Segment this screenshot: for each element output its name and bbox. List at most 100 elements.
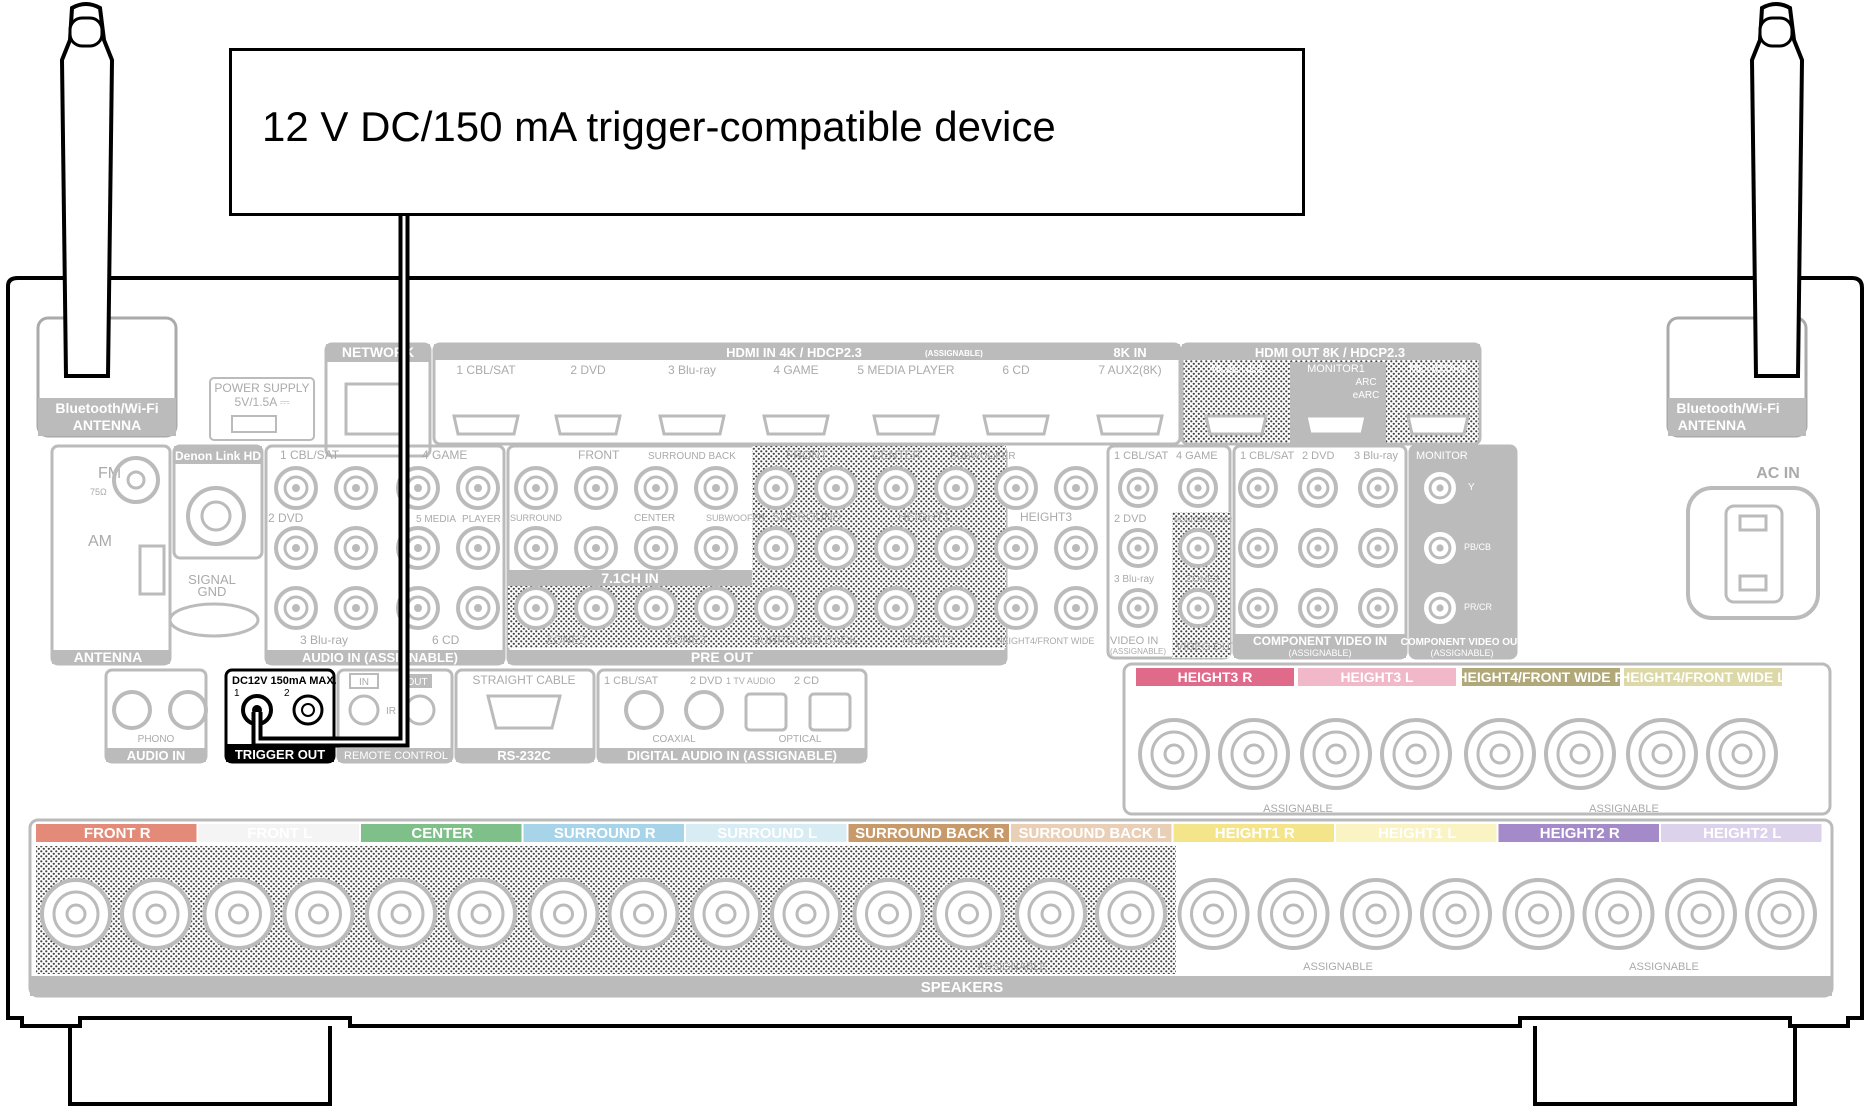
- assignable-label-1: ASSIGNABLE: [1263, 803, 1333, 815]
- hdmi-out-port[interactable]: [1304, 414, 1368, 436]
- speaker-label-bottom-2: FRONT L: [247, 825, 312, 842]
- trigger-jack-2[interactable]: [292, 694, 324, 726]
- hdmi-in-label-2: 2 DVD: [570, 363, 606, 377]
- speaker-terminal[interactable]: [1015, 878, 1087, 950]
- comp-in-assignable: (ASSIGNABLE): [1288, 648, 1351, 658]
- assignable-label-2: ASSIGNABLE: [1589, 803, 1659, 815]
- vi-game: 4 GAME: [1176, 450, 1218, 462]
- po-height1: HEIGHT1: [898, 510, 950, 524]
- dig-cblsat: 1 CBL/SAT: [604, 675, 658, 687]
- speaker-terminal[interactable]: [282, 878, 355, 950]
- 71ch-label: 7.1CH IN: [601, 570, 659, 586]
- hdmi-8k-label: 8K IN: [1113, 345, 1146, 360]
- speaker-terminal[interactable]: [40, 878, 112, 950]
- speaker-terminal[interactable]: [1218, 718, 1290, 790]
- speaker-terminal[interactable]: [1745, 878, 1817, 950]
- ac-in-socket: [1686, 486, 1820, 620]
- phono-audio-in-label: AUDIO IN: [127, 748, 186, 763]
- trigger-out-label: TRIGGER OUT: [235, 747, 325, 762]
- hdmi-out-label-3: MONITOR2: [1409, 363, 1467, 375]
- antenna-label: ANTENNA: [74, 649, 142, 665]
- am-label: AM: [88, 533, 112, 550]
- hdmi-in-port[interactable]: [872, 414, 940, 436]
- video-in-assignable: (ASSIGNABLE): [1110, 647, 1166, 656]
- speaker-terminal[interactable]: [527, 878, 600, 950]
- hdmi-in-port[interactable]: [762, 414, 830, 436]
- speaker-label-top-4: HEIGHT4/FRONT WIDE L: [1620, 669, 1786, 685]
- hdmi-in-assignable: (ASSIGNABLE): [925, 349, 983, 358]
- speaker-terminal[interactable]: [770, 878, 842, 950]
- speaker-terminal[interactable]: [1626, 718, 1698, 790]
- trigger-device-callout: 12 V DC/150 mA trigger-compatible device: [229, 48, 1305, 216]
- 71-subwoofer: SUBWOOFER: [706, 513, 766, 523]
- signal-gnd-terminal: [168, 602, 260, 638]
- speaker-terminal[interactable]: [1095, 878, 1167, 950]
- speaker-terminal[interactable]: [1665, 878, 1737, 950]
- speaker-terminal[interactable]: [852, 878, 925, 950]
- hdmi-in-port[interactable]: [658, 414, 726, 436]
- speaker-terminal[interactable]: [1138, 718, 1210, 790]
- hdmi-in-port[interactable]: [1096, 414, 1164, 436]
- speaker-terminal[interactable]: [1464, 718, 1536, 790]
- po-surround: SURROUND: [772, 510, 842, 524]
- speaker-terminal[interactable]: [1420, 878, 1492, 950]
- chassis-outline: [6, 276, 1864, 1028]
- hdmi-out-port[interactable]: [1204, 414, 1268, 436]
- trigger-device-label: 12 V DC/150 mA trigger-compatible device: [262, 103, 1056, 150]
- speaker-terminal[interactable]: [365, 878, 437, 950]
- rs232c-label: RS-232C: [497, 748, 551, 763]
- dig-dvd: 2 DVD: [690, 675, 722, 687]
- speaker-label-bottom-11: HEIGHT2 L: [1703, 825, 1781, 842]
- network-label: NETWORK: [342, 344, 414, 360]
- speaker-terminal[interactable]: [1502, 878, 1575, 950]
- po-surround-back: SURROUND BACK: [752, 633, 857, 647]
- speaker-terminal[interactable]: [690, 878, 762, 950]
- trigger-spec-label: DC12V 150mA MAX.: [232, 675, 337, 687]
- speaker-terminal[interactable]: [1544, 718, 1616, 790]
- video-in-label: VIDEO IN: [1110, 635, 1158, 647]
- po-height4: HEIGHT4/FRONT WIDE: [996, 636, 1094, 646]
- speaker-terminal[interactable]: [1340, 878, 1412, 950]
- right-foot: [1533, 1026, 1797, 1106]
- hdmi-out-port[interactable]: [1406, 414, 1470, 436]
- power-supply-label: POWER SUPPLY: [214, 381, 309, 395]
- comp-out-y: Y: [1468, 482, 1475, 493]
- speaker-terminal[interactable]: [202, 878, 275, 950]
- audio-in-dvd: 2 DVD: [268, 511, 304, 525]
- hdmi-in-port[interactable]: [452, 414, 520, 436]
- speaker-terminal[interactable]: [1257, 878, 1330, 950]
- speaker-terminal[interactable]: [1706, 718, 1778, 790]
- 71-surround-back: SURROUND BACK: [648, 451, 736, 462]
- right-antenna-label-2: ANTENNA: [1678, 417, 1746, 433]
- speaker-terminal[interactable]: [932, 878, 1005, 950]
- denon-link-label: Denon Link HD: [175, 449, 261, 463]
- remote-out-label: OUT: [406, 677, 427, 688]
- speaker-terminal[interactable]: [607, 878, 680, 950]
- speaker-terminal[interactable]: [1582, 878, 1655, 950]
- assignable-label-5: ASSIGNABLE: [1629, 961, 1699, 973]
- speaker-terminal[interactable]: [1300, 718, 1372, 790]
- hdmi-in-port[interactable]: [982, 414, 1050, 436]
- comp-dvd: 2 DVD: [1302, 450, 1334, 462]
- speaker-terminal[interactable]: [445, 878, 517, 950]
- audio-in-player: PLAYER: [462, 514, 501, 525]
- remote-in-label: IN: [359, 677, 369, 688]
- speaker-terminal[interactable]: [1380, 718, 1452, 790]
- audio-in-bluray: 3 Blu-ray: [300, 633, 348, 647]
- 71-surround: SURROUND: [510, 513, 563, 523]
- hdmi-in-label-1: 1 CBL/SAT: [456, 363, 516, 377]
- preout-label: PRE OUT: [691, 649, 754, 665]
- arc-label: ARC: [1355, 377, 1376, 388]
- hdmi-in-label: HDMI IN 4K / HDCP2.3: [726, 345, 862, 360]
- assignable-label-3: ASSIGNABLE: [977, 961, 1047, 973]
- vi-zone2: ZONE2: [1186, 574, 1220, 585]
- speaker-label-bottom-3: CENTER: [411, 825, 473, 842]
- hdmi-in-port[interactable]: [554, 414, 622, 436]
- po-subwoofer: SUBWOOFER: [950, 451, 1016, 462]
- speaker-terminal[interactable]: [1177, 878, 1250, 950]
- speaker-terminal[interactable]: [120, 878, 192, 950]
- audio-in-label: AUDIO IN (ASSIGNABLE): [302, 650, 458, 665]
- hdmi-in-label-5: 5 MEDIA PLAYER: [857, 363, 954, 377]
- comp-in-label: COMPONENT VIDEO IN: [1253, 634, 1387, 648]
- speaker-label-bottom-7: SURROUND BACK L: [1019, 825, 1167, 842]
